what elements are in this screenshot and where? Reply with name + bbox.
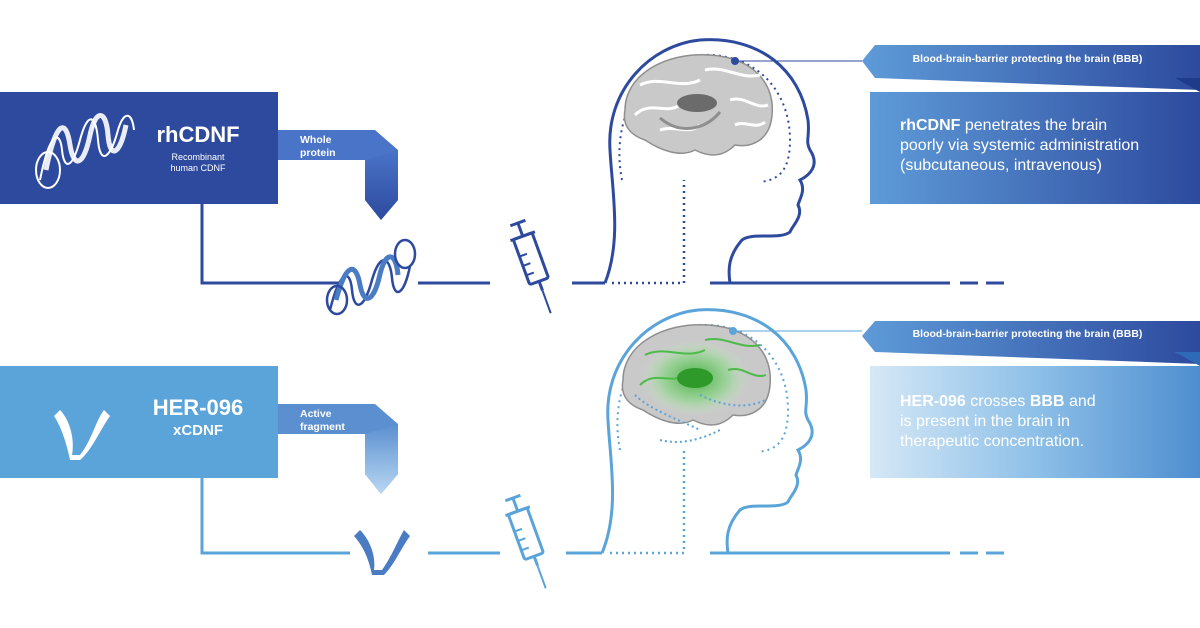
bbb-label-1: Blood-brain-barrier protecting the brain…	[912, 53, 1143, 65]
whole-protein-ribbon	[278, 130, 398, 220]
bbb-label-2-bg	[862, 321, 1200, 364]
syringe-icon	[509, 218, 552, 314]
active-fragment-label: Active fragment	[300, 408, 345, 434]
rhcdnf-title: rhCDNF	[156, 122, 240, 147]
rhcdnf-subtitle-line1: Recombinant	[171, 152, 225, 162]
rhcdnf-subtitle: Recombinant human CDNF	[138, 152, 258, 174]
desc-2-line3: therapeutic concentration.	[900, 433, 1085, 450]
desc-1: rhCDNF penetrates the brain poorly via s…	[900, 116, 1190, 176]
desc-1-line1: rhCDNF penetrates the brain	[900, 116, 1190, 136]
rhcdnf-box	[0, 92, 278, 204]
bbb-label-1-bg	[862, 45, 1200, 90]
desc-box-1	[870, 92, 1200, 204]
row2-line	[200, 478, 350, 555]
desc-2-end: and	[1064, 393, 1096, 410]
fragment-ribbon-icon	[54, 410, 110, 460]
desc-2-line1: HER-096 crosses BBB and	[900, 392, 1190, 412]
ribbon2-line2: fragment	[300, 421, 345, 433]
brain-head-icon-2	[600, 308, 862, 554]
desc-1-rest: penetrates the brain	[960, 117, 1108, 134]
ribbon2-line1: Active	[300, 408, 332, 420]
desc-1-line2: poorly via systemic administration	[900, 137, 1140, 154]
bbb-label-2: Blood-brain-barrier protecting the brain…	[912, 328, 1143, 340]
active-fragment-ribbon	[278, 404, 398, 494]
desc-2-bold2: BBB	[1029, 393, 1065, 410]
rhcdnf-subtitle-line2: human CDNF	[170, 163, 226, 173]
desc-1-bold: rhCDNF	[900, 117, 961, 134]
her096-box	[0, 366, 278, 478]
syringe-icon-2	[504, 493, 547, 589]
desc-box-2	[870, 366, 1200, 478]
her096-subtitle: xCDNF	[172, 422, 223, 439]
her096-title: HER-096	[152, 395, 244, 420]
ribbon-line2: protein	[300, 147, 336, 159]
desc-1-line3: (subcutaneous, intravenous)	[900, 157, 1102, 174]
ribbon-line1: Whole	[300, 134, 332, 146]
whole-protein-label: Whole protein	[300, 134, 336, 160]
helix-small-icon	[325, 238, 417, 316]
helix-protein-icon	[35, 113, 135, 189]
brain-head-icon	[603, 38, 862, 284]
desc-2: HER-096 crosses BBB and is present in th…	[900, 392, 1190, 452]
row1-line	[200, 204, 340, 285]
desc-2-line2: is present in the brain in	[900, 413, 1070, 430]
desc-2-mid: crosses	[965, 393, 1030, 410]
fragment-small-icon	[354, 530, 410, 575]
desc-2-bold1: HER-096	[900, 393, 966, 410]
